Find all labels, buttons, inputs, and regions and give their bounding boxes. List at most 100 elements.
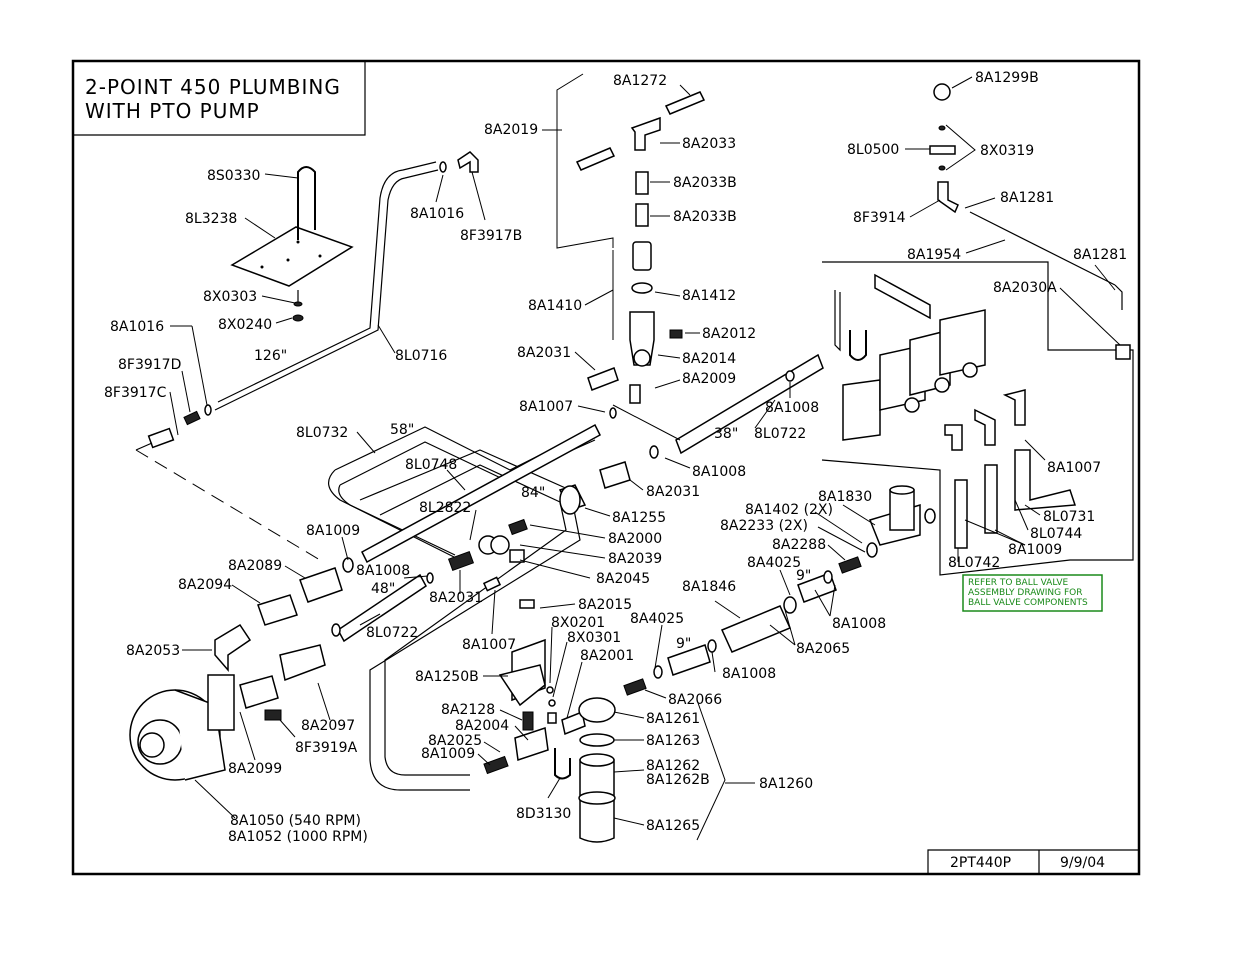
title-line-1: 2-POINT 450 PLUMBING xyxy=(85,75,341,99)
label-8F3914: 8F3914 xyxy=(853,210,906,226)
label-8A2031-mid: 8A2031 xyxy=(646,484,700,500)
label-8A1265: 8A1265 xyxy=(646,818,700,834)
lower-valve xyxy=(483,599,586,780)
label-8A2033: 8A2033 xyxy=(682,136,736,152)
label-8A2097: 8A2097 xyxy=(301,718,355,734)
label-8A1262: 8A1262 xyxy=(646,758,700,774)
label-8A1830: 8A1830 xyxy=(818,489,872,505)
label-8A2001: 8A2001 xyxy=(580,648,634,664)
top-valve-stack xyxy=(575,91,706,404)
drain-line xyxy=(929,83,1131,360)
label-8A2053: 8A2053 xyxy=(126,643,180,659)
drawing-number: 2PT440P xyxy=(950,855,1011,871)
label-8L0732: 8L0732 xyxy=(296,425,348,441)
label-8A2033B-2: 8A2033B xyxy=(673,209,737,225)
label-58in: 58" xyxy=(390,422,414,438)
label-8F3917B: 8F3917B xyxy=(460,228,522,244)
title-line-2: WITH PTO PUMP xyxy=(85,99,260,123)
label-8A2012: 8A2012 xyxy=(702,326,756,342)
label-8A2031-top: 8A2031 xyxy=(517,345,571,361)
label-8X0303: 8X0303 xyxy=(203,289,257,305)
note-line-1: REFER TO BALL VALVE xyxy=(968,578,1069,588)
label-8A1007-right: 8A1007 xyxy=(1047,460,1101,476)
label-8A1052: 8A1052 (1000 RPM) xyxy=(228,829,368,845)
label-8A1255: 8A1255 xyxy=(612,510,666,526)
label-8S0330: 8S0330 xyxy=(207,168,260,184)
label-8A1250B: 8A1250B xyxy=(415,669,479,685)
label-8L0731: 8L0731 xyxy=(1043,509,1095,525)
label-8X0301: 8X0301 xyxy=(567,630,621,646)
label-8A2014: 8A2014 xyxy=(682,351,736,367)
label-8A2030A: 8A2030A xyxy=(993,280,1057,296)
label-8A1260: 8A1260 xyxy=(759,776,813,792)
label-84in: 84" xyxy=(521,485,545,501)
label-8L0722-low: 8L0722 xyxy=(366,625,418,641)
label-8L3238: 8L3238 xyxy=(185,211,237,227)
label-8F3917C: 8F3917C xyxy=(104,385,167,401)
label-8X0319: 8X0319 xyxy=(980,143,1034,159)
label-8L0722-top: 8L0722 xyxy=(754,426,806,442)
mounting-plate xyxy=(230,166,354,322)
label-8A1009-low: 8A1009 xyxy=(421,746,475,762)
label-8F3919A: 8F3919A xyxy=(295,740,358,756)
hose-8L0722-top xyxy=(361,353,824,564)
label-8A2094: 8A2094 xyxy=(178,577,232,593)
label-8A1050: 8A1050 (540 RPM) xyxy=(230,813,361,829)
note-line-2: ASSEMBLY DRAWING FOR xyxy=(968,588,1083,598)
label-8A1261: 8A1261 xyxy=(646,711,700,727)
label-8A1016-left: 8A1016 xyxy=(110,319,164,335)
label-8A1262B: 8A1262B xyxy=(646,772,710,788)
label-8A1410: 8A1410 xyxy=(528,298,582,314)
label-8A1846: 8A1846 xyxy=(682,579,736,595)
label-8A1281-b: 8A1281 xyxy=(1073,247,1127,263)
label-8L0742: 8L0742 xyxy=(948,555,1000,571)
label-8L0744: 8L0744 xyxy=(1030,526,1082,542)
label-8A2031-low: 8A2031 xyxy=(429,590,483,606)
footer-block: 2PT440P 9/9/04 xyxy=(927,849,1139,874)
label-8A1281-a: 8A1281 xyxy=(1000,190,1054,206)
label-8A2019: 8A2019 xyxy=(484,122,538,138)
ball-valve-note: REFER TO BALL VALVE ASSEMBLY DRAWING FOR… xyxy=(962,574,1103,612)
part-labels: 8A1272 8A2019 8A2033 8A2033B 8A2033B 8A1… xyxy=(104,70,1127,845)
label-48in: 48" xyxy=(371,581,395,597)
label-8A2099: 8A2099 xyxy=(228,761,282,777)
label-9in-up: 9" xyxy=(796,568,811,584)
label-8A1954: 8A1954 xyxy=(907,247,961,263)
label-8A4025-up: 8A4025 xyxy=(747,555,801,571)
label-8A1009-right: 8A1009 xyxy=(1008,542,1062,558)
label-8A1402: 8A1402 (2X) xyxy=(745,502,833,518)
ball-valve-block xyxy=(821,261,1134,576)
label-9in-low: 9" xyxy=(676,636,691,652)
hose-8L0716 xyxy=(147,151,479,449)
leader-lines xyxy=(169,73,1121,841)
label-8L2822: 8L2822 xyxy=(419,500,471,516)
label-8A1007-top: 8A1007 xyxy=(519,399,573,415)
left-fittings xyxy=(214,557,434,721)
label-8X0201: 8X0201 xyxy=(551,615,605,631)
label-8A2066: 8A2066 xyxy=(668,692,722,708)
drawing-border xyxy=(71,59,1141,876)
label-8A1009-left: 8A1009 xyxy=(306,523,360,539)
label-8D3130: 8D3130 xyxy=(516,806,571,822)
right-lower-fittings xyxy=(623,485,936,696)
label-8A4025-low: 8A4025 xyxy=(630,611,684,627)
label-8A2000: 8A2000 xyxy=(608,531,662,547)
filter-assembly xyxy=(578,697,616,843)
label-8A2004: 8A2004 xyxy=(455,718,509,734)
label-8A1008-right: 8A1008 xyxy=(832,616,886,632)
label-8A1008-left: 8A1008 xyxy=(356,563,410,579)
label-8A2089: 8A2089 xyxy=(228,558,282,574)
label-8A2009: 8A2009 xyxy=(682,371,736,387)
label-8A1016-top: 8A1016 xyxy=(410,206,464,222)
label-126in: 126" xyxy=(254,348,287,364)
label-8L0500: 8L0500 xyxy=(847,142,899,158)
label-8A1299B: 8A1299B xyxy=(975,70,1039,86)
label-8A2065: 8A2065 xyxy=(796,641,850,657)
label-8A2015: 8A2015 xyxy=(578,597,632,613)
label-8A1263: 8A1263 xyxy=(646,733,700,749)
label-8X0240: 8X0240 xyxy=(218,317,272,333)
label-8L0716: 8L0716 xyxy=(395,348,447,364)
label-8A1412: 8A1412 xyxy=(682,288,736,304)
title-block: 2-POINT 450 PLUMBING WITH PTO PUMP xyxy=(73,61,366,136)
